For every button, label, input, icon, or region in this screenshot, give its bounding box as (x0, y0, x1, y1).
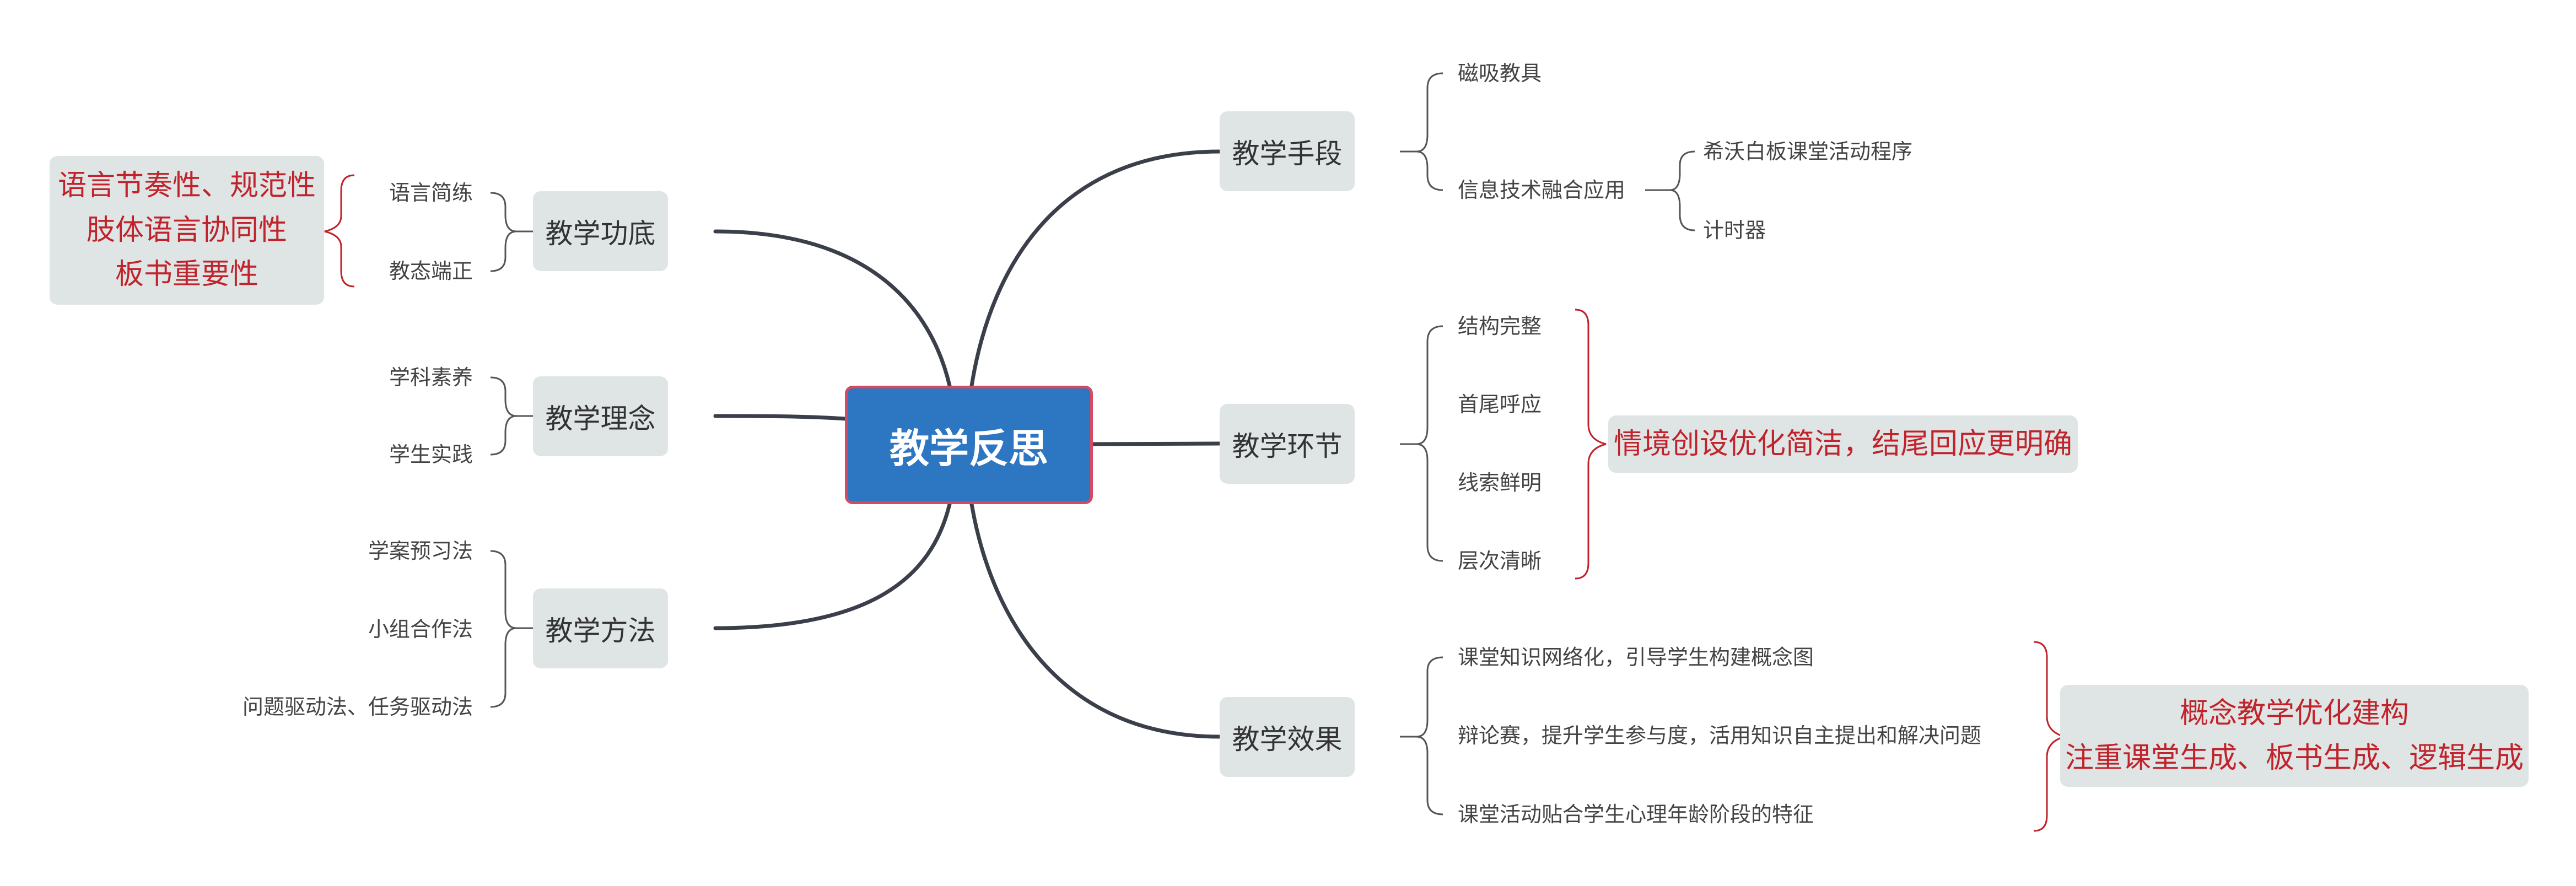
red-bracket-huanjie (1575, 309, 1607, 580)
topic-label: 教学环节 (1232, 430, 1343, 462)
subtopic-cengci-qingxi[interactable]: 层次清晰 (1458, 549, 1542, 573)
summary-note-line: 肢体语言协同性 (86, 213, 287, 247)
topic-jiaoxue-shouduan[interactable]: 教学手段 (1220, 111, 1355, 191)
subtopic-xiwo-baiban[interactable]: 希沃白板课堂活动程序 (1703, 139, 1913, 164)
topic-jiaoxue-huanjie[interactable]: 教学环节 (1220, 404, 1355, 484)
red-bracket-gongdi (324, 174, 355, 288)
subtopic-zhishi-wangluo[interactable]: 课堂知识网络化，引导学生构建概念图 (1458, 645, 1814, 669)
subtopic-jishiqi[interactable]: 计时器 (1703, 218, 1766, 242)
subtopic-ketang-huodong[interactable]: 课堂活动贴合学生心理年龄阶段的特征 (1458, 802, 1814, 826)
connector-root-gongdi (713, 229, 952, 388)
topic-jiaoxue-xiaoguo[interactable]: 教学效果 (1220, 697, 1355, 777)
topic-label: 教学理念 (545, 402, 656, 435)
topic-label: 教学功底 (545, 217, 656, 250)
summary-note-text: 情境创设优化简洁，结尾回应更明确 (1613, 427, 2072, 461)
topic-label: 教学效果 (1232, 723, 1343, 755)
summary-note-line: 板书重要性 (115, 258, 258, 291)
connector-root-xiaoguo (969, 502, 1222, 739)
subtopic-xinxi-jishu[interactable]: 信息技术融合应用 (1458, 178, 1626, 202)
connector-root-fangfa (713, 502, 952, 630)
bracket-linian (490, 376, 533, 456)
bracket-shouduan (1400, 72, 1443, 191)
subtopic-xiansuo-xianming[interactable]: 线索鲜明 (1458, 471, 1542, 495)
subtopic-xiaozu-hezuo[interactable]: 小组合作法 (368, 617, 473, 641)
subtopic-cixi-jiaoju[interactable]: 磁吸教具 (1458, 61, 1542, 85)
summary-note-xiaoguo[interactable]: 概念教学优化建构 注重课堂生成、板书生成、逻辑生成 (2060, 685, 2529, 787)
bracket-gongdi (490, 192, 533, 272)
bracket-xiaoguo (1400, 656, 1443, 815)
root-topic[interactable]: 教学反思 (845, 386, 1093, 504)
subtopic-xuean-yuxi[interactable]: 学案预习法 (368, 539, 473, 563)
topic-jiaoxue-linian[interactable]: 教学理念 (533, 376, 668, 456)
summary-note-line: 注重课堂生成、板书生成、逻辑生成 (2065, 741, 2524, 775)
root-topic-label: 教学反思 (889, 425, 1048, 472)
bracket-xinxi (1645, 150, 1695, 231)
topic-jiaoxue-fangfa[interactable]: 教学方法 (533, 588, 668, 668)
topic-label: 教学方法 (545, 614, 656, 647)
subtopic-shouwei-huying[interactable]: 首尾呼应 (1458, 392, 1542, 417)
connector-root-linian (713, 414, 847, 421)
subtopic-jiegou-wanzheng[interactable]: 结构完整 (1458, 314, 1542, 338)
summary-note-gongdi[interactable]: 语言节奏性、规范性 肢体语言协同性 板书重要性 (50, 156, 324, 305)
bracket-fangfa (490, 550, 533, 708)
summary-note-line: 概念教学优化建构 (2179, 696, 2409, 730)
subtopic-bianlunsai[interactable]: 辩论赛，提升学生参与度，活用知识自主提出和解决问题 (1458, 723, 1982, 748)
subtopic-xuesheng-shijian[interactable]: 学生实践 (389, 442, 473, 467)
summary-note-line: 语言节奏性、规范性 (57, 169, 316, 203)
subtopic-xueke-suyang[interactable]: 学科素养 (389, 365, 473, 390)
subtopic-jiaotai-duanzheng[interactable]: 教态端正 (389, 259, 473, 283)
bracket-huanjie (1400, 325, 1443, 562)
summary-note-huanjie[interactable]: 情境创设优化简洁，结尾回应更明确 (1608, 415, 2078, 473)
subtopic-wenti-qudong[interactable]: 问题驱动法、任务驱动法 (242, 695, 473, 719)
connector-root-shouduan (969, 149, 1222, 388)
subtopic-yuyan-jianlian[interactable]: 语言简练 (389, 181, 473, 205)
topic-jiaoxue-gongdi[interactable]: 教学功底 (533, 191, 668, 271)
topic-label: 教学手段 (1232, 137, 1343, 170)
